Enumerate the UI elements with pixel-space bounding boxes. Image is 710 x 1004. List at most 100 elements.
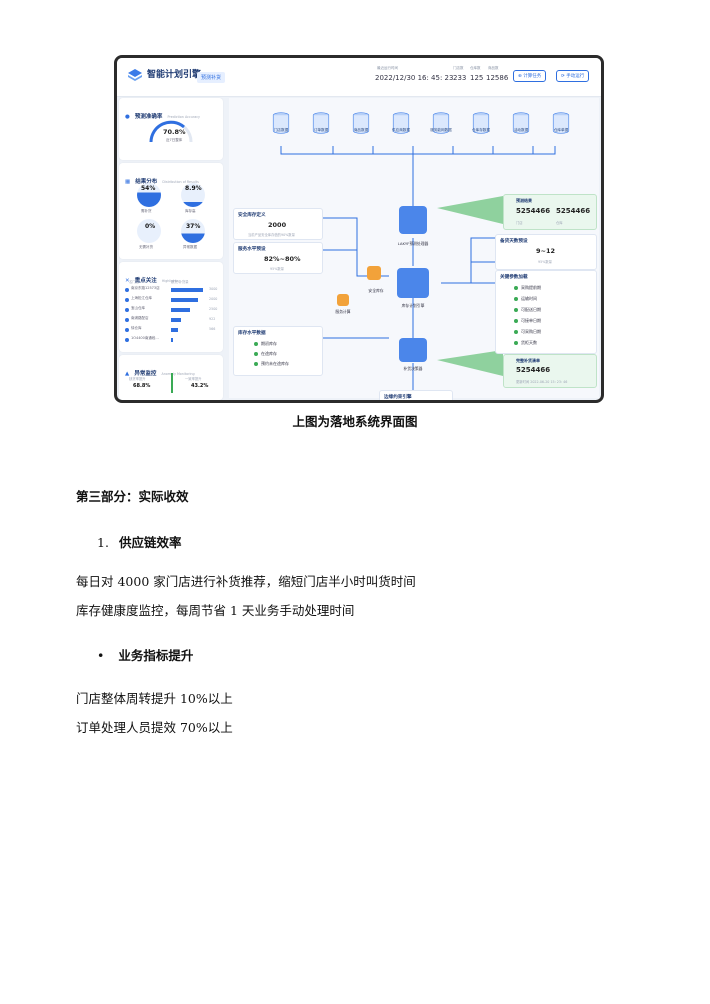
- replenish-result-value: 5254466: [516, 366, 551, 374]
- data-source-label: 服务能网数据: [430, 128, 452, 132]
- stock-days-value: 9~12: [536, 247, 556, 255]
- focus-row-bar: [171, 308, 190, 312]
- need-replenish-value: 54%: [141, 185, 156, 192]
- distribution-title: 结果分布: [135, 179, 158, 185]
- data-source-label: 活动数据: [513, 128, 529, 132]
- focus-row-name: 宝山仓库: [131, 306, 145, 310]
- plan-task-button[interactable]: ⊕ 计算任务: [513, 70, 547, 82]
- green-dot-icon: [514, 286, 518, 290]
- replenish-node: [399, 338, 427, 362]
- mode-tag[interactable]: 预测补货: [197, 72, 226, 83]
- anomaly-label-2: 一致率提升: [185, 377, 202, 381]
- manual-run-button[interactable]: ⟳ 手动运行: [556, 70, 590, 82]
- distribution-panel: ▦ 结果分布 Distribution of Results 54% 需补货 8…: [119, 163, 223, 259]
- inventory-level-title: 库存水平数据: [238, 331, 266, 336]
- data-source-label: 仓库单据: [553, 128, 569, 132]
- key-param-label: 运输时间: [521, 296, 537, 301]
- plan-engine-node: [397, 268, 429, 298]
- item-text: 供应链效率: [118, 535, 182, 550]
- database-icon: [432, 112, 450, 134]
- engine-logo-icon: [128, 69, 142, 81]
- no-replenish-ring: [137, 219, 161, 243]
- key-param-item: 可采购日期: [514, 329, 541, 335]
- safety-stock-title: 安全库存定义: [238, 213, 266, 218]
- replenish-result-foot: 更新时间 2022-06-20 15: 23: 46: [516, 380, 568, 384]
- anomaly-value-2: 43.2%: [191, 383, 209, 389]
- distribution-subtitle: Distribution of Results: [162, 180, 199, 184]
- accuracy-title: 预测准确率: [134, 114, 163, 120]
- focus-row-bar: [171, 328, 178, 332]
- focus-row[interactable]: 1O4400南通段...: [125, 336, 219, 344]
- key-param-label: 可配送日期: [521, 307, 541, 312]
- focus-col2: 缺货/补货量: [171, 280, 189, 284]
- key-param-label: 可采购日期: [521, 329, 541, 334]
- accuracy-heading: ● 预测准确率 Prediction Accuracy: [125, 103, 200, 122]
- bullet-dot-icon: [125, 318, 129, 322]
- data-source-label: 供应商数据: [392, 128, 410, 132]
- database-icon: [352, 112, 370, 134]
- anomaly-divider: [171, 373, 173, 393]
- green-dot-icon: [254, 342, 258, 346]
- flow-diagram: 门店数据订单数据商品数据供应商数据服务能网数据仓库存数据活动数据仓库单据 LAK…: [229, 98, 599, 400]
- focus-heading: ✕ 重点关注 Highlights: [125, 267, 178, 286]
- no-replenish-value: 0%: [145, 223, 156, 230]
- focus-row-bar: [171, 288, 204, 292]
- lakyf-engine-label: LAKYF预测处理器: [397, 241, 429, 246]
- sku-count-label: 商品数: [488, 66, 499, 70]
- safety-stock-card: 安全库存定义 2000 当前产品安全库存值的90%数量: [233, 208, 323, 240]
- warehouse-count-label: 仓库数: [470, 66, 481, 70]
- bullet-mark: •: [97, 648, 105, 663]
- service-level-title: 服务水平预设: [238, 247, 266, 252]
- data-source-node: 仓库存数据: [467, 112, 495, 138]
- key-param-item: 运输时间: [514, 296, 537, 302]
- high-stock-value: 8.9%: [185, 185, 202, 192]
- data-source-label: 商品数据: [353, 128, 369, 132]
- focus-row-name: 徐仓库: [131, 326, 142, 330]
- data-source-label: 订单数据: [313, 128, 329, 132]
- key-param-item: 货柜天数: [514, 340, 537, 346]
- inventory-level-card: 库存水平数据 期初库存 在途库存 预约未在途库存: [233, 326, 323, 376]
- replenish-label: 补货决策器: [403, 366, 423, 371]
- focus-row-bar: [171, 338, 173, 342]
- system-screenshot: 智能计划引擎 预测补货 最近运行时间 2022/12/30 16: 45: 23…: [114, 55, 604, 403]
- focus-row-name: 南浦路配店: [131, 316, 149, 320]
- inventory-item: 在途库存: [254, 351, 277, 357]
- manual-run-label: 手动运行: [566, 74, 585, 79]
- replenish-result-title: 完整补货清单: [516, 358, 540, 363]
- data-source-label: 仓库存数据: [472, 128, 490, 132]
- plan-task-label: 计算任务: [523, 74, 542, 79]
- store-count-value: 233: [453, 74, 467, 82]
- inventory-item: 预约未在途库存: [254, 361, 289, 367]
- stock-days-desc: 95%数量: [538, 260, 552, 264]
- bullet-item: • 业务指标提升: [97, 645, 193, 664]
- focus-col1: 名门店: [129, 280, 139, 284]
- need-replenish-label: 需补货: [141, 209, 152, 213]
- focus-row-name: 上海松江仓库: [131, 296, 152, 300]
- data-source-node: 订单数据: [307, 112, 335, 138]
- figure-caption: 上图为落地系统界面图: [292, 414, 418, 429]
- green-dot-icon: [514, 308, 518, 312]
- last-run-label: 最近运行时间: [377, 66, 398, 70]
- key-params-card: 关键参数加载 采购提前期运输时间可配送日期可接单日期可采购日期货柜天数: [495, 270, 597, 354]
- grid-icon: ▦: [125, 179, 131, 185]
- key-params-title: 关键参数加载: [500, 275, 528, 280]
- data-source-node: 仓库单据: [547, 112, 575, 138]
- bullet-dot-icon: [125, 288, 129, 292]
- green-dot-icon: [254, 362, 258, 366]
- inventory-item-label: 期初库存: [261, 341, 277, 346]
- abnormal-value: 37%: [186, 223, 201, 230]
- section-heading: 第三部分：实际收效: [76, 489, 189, 504]
- plan-engine-label: 库存计划引擎: [401, 303, 425, 308]
- bullet-text: 业务指标提升: [118, 648, 194, 663]
- abnormal-ring: [181, 219, 205, 243]
- focus-row-bar: [171, 298, 199, 302]
- inventory-item-label: 预约未在途库存: [261, 361, 289, 366]
- no-replenish-label: 无需补货: [139, 245, 153, 249]
- forecast-card: 预测结果 5254466 5254466 门店 仓库: [503, 194, 597, 230]
